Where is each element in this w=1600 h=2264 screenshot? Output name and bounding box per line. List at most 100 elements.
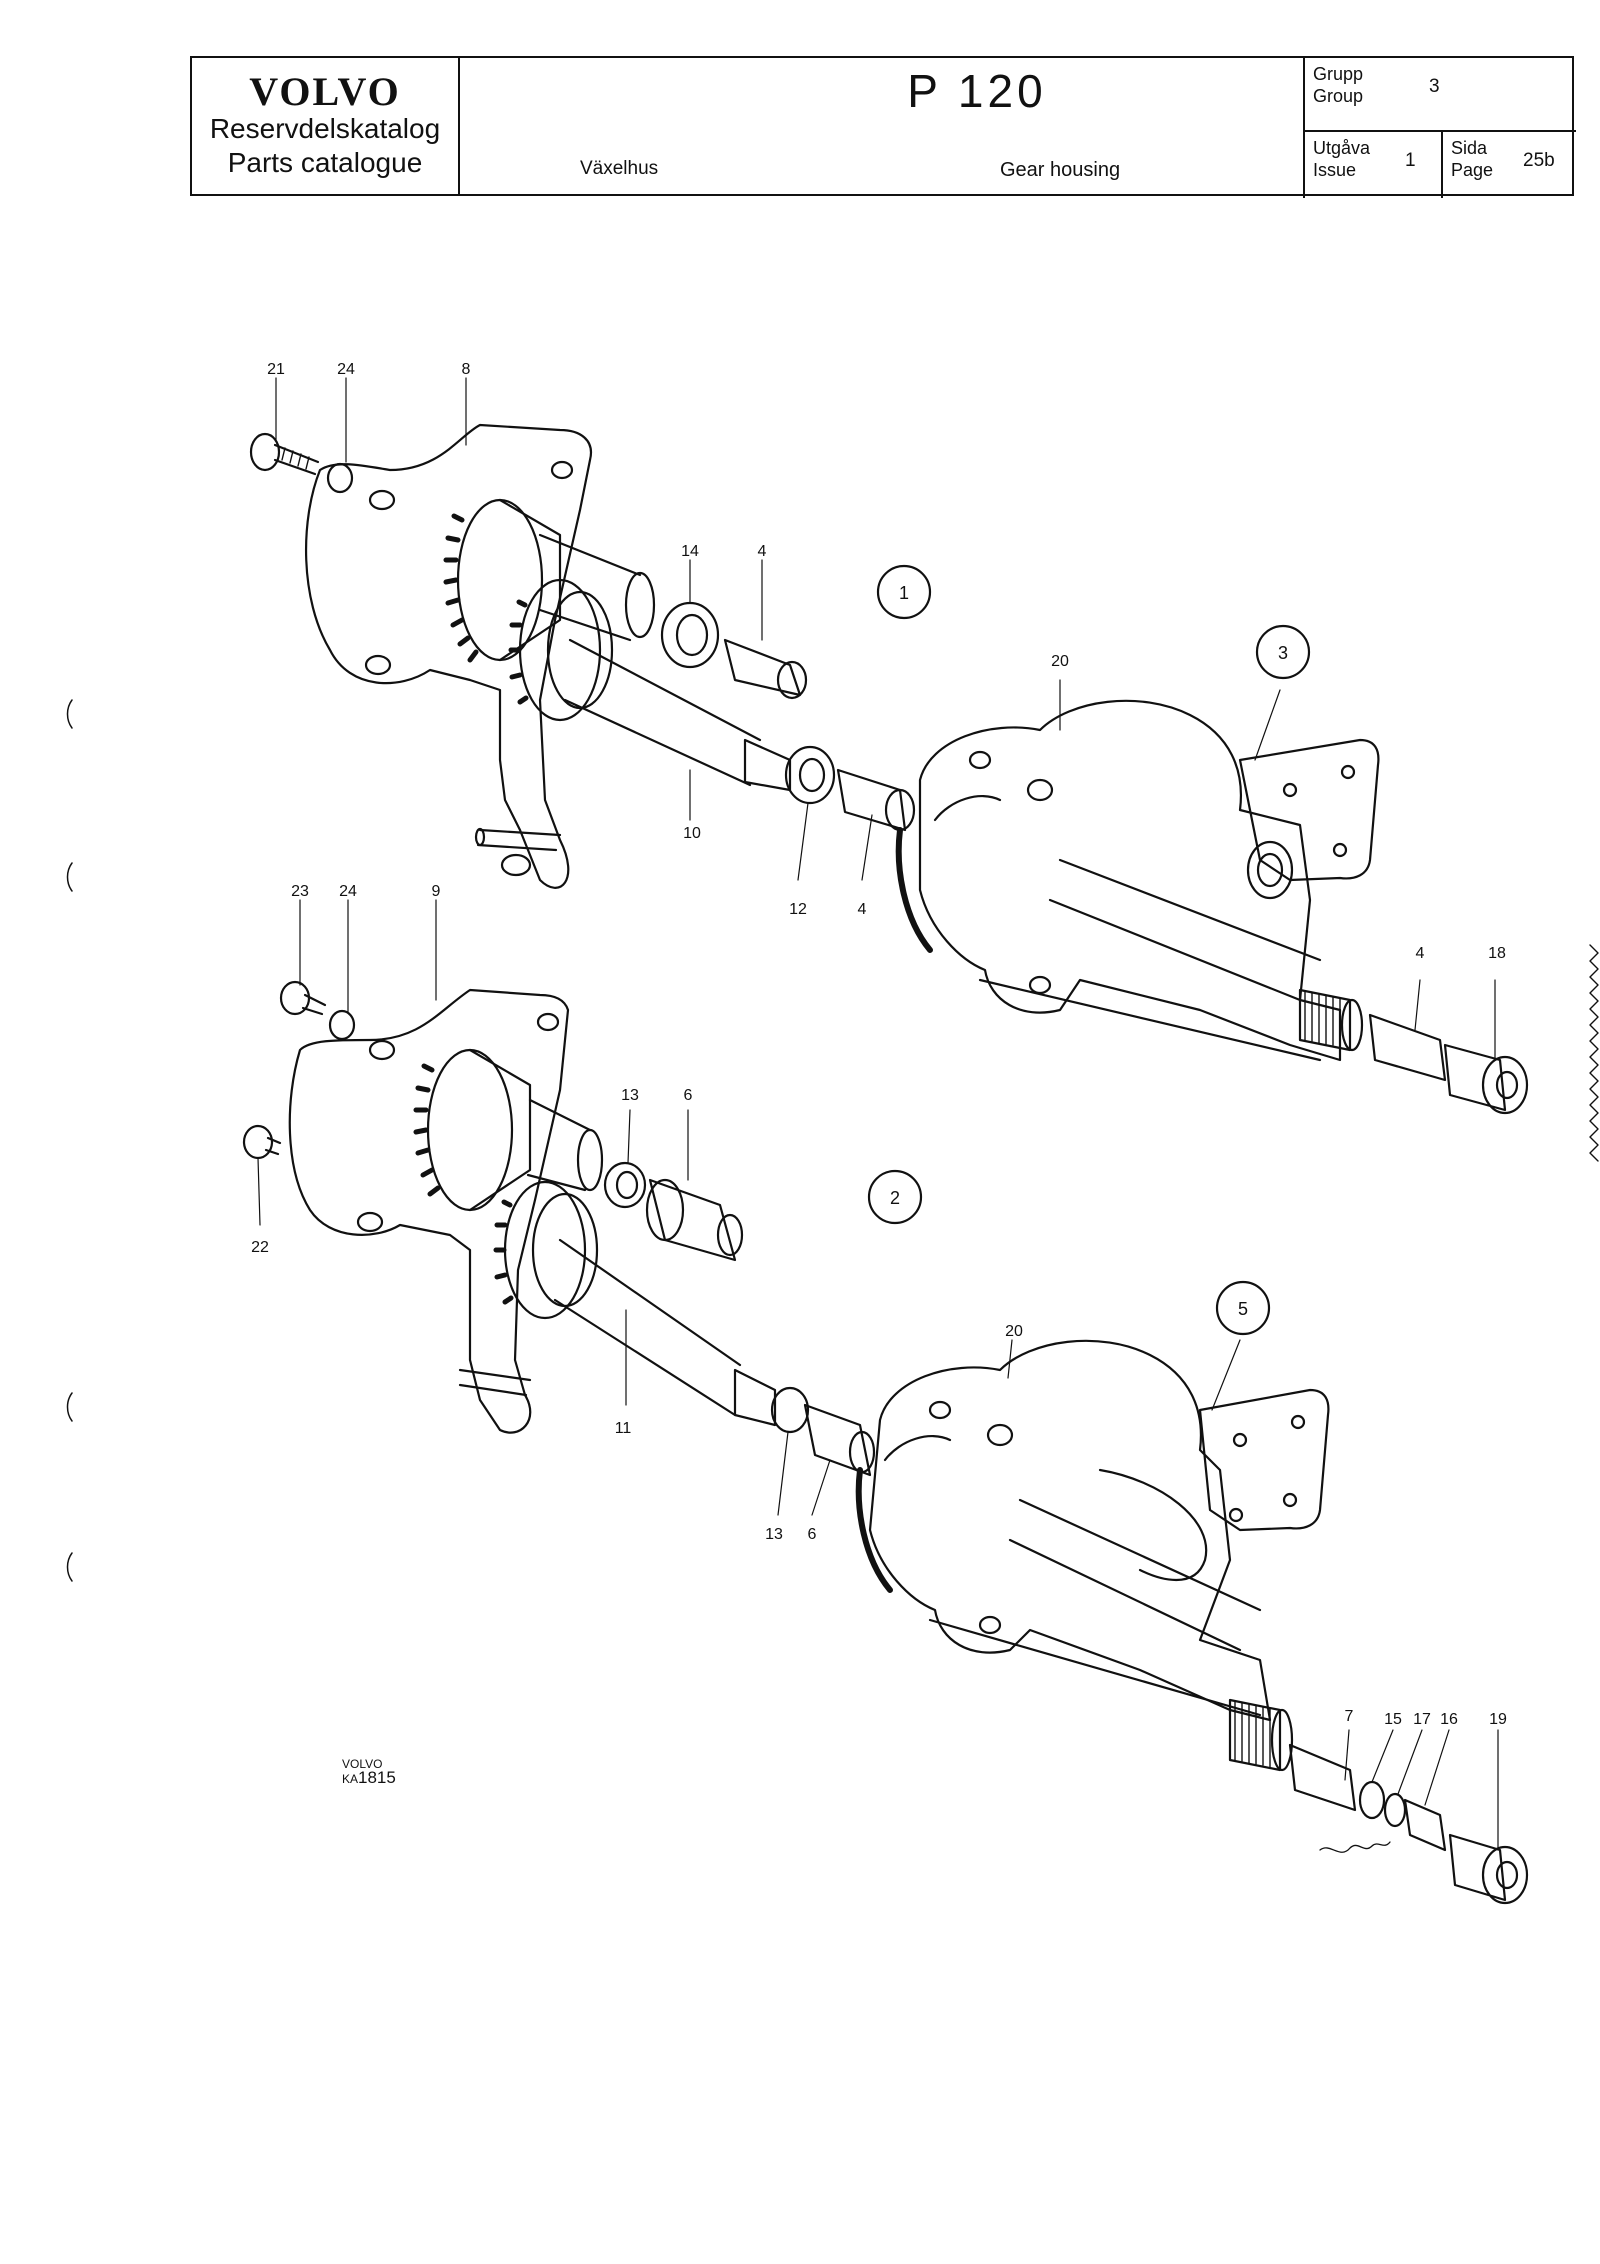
drawing-reference-prefix: KA [342, 1772, 359, 1786]
callout-4-right: 4 [1416, 945, 1425, 962]
assembly-circle-1 [876, 564, 932, 620]
gear-housing-20-upper [895, 699, 1342, 1062]
plate-hole [536, 1012, 560, 1032]
bushing-6-upper [648, 1178, 737, 1262]
page-label-en: Page [1451, 160, 1494, 180]
header-table: VOLVO Reservdelskatalog Parts catalogue … [190, 56, 1576, 198]
shaft-11-splines [733, 1368, 777, 1427]
callout-9: 9 [432, 883, 441, 900]
plate-hole [500, 853, 532, 877]
callout-13-upper: 13 [621, 1087, 639, 1104]
bushing-6-lower [803, 1403, 872, 1477]
bushing-6-upper-end [716, 1213, 744, 1257]
callout-19: 19 [1489, 1711, 1507, 1728]
callout-20-lower: 20 [1005, 1323, 1023, 1340]
binder-marks [66, 699, 73, 1582]
washer-13-lower [770, 1386, 810, 1434]
lock-washer-24-upper [326, 462, 354, 494]
group-value: 3 [1429, 76, 1440, 97]
washer-12-hole [798, 757, 826, 793]
callout-24-upper: 24 [337, 361, 355, 378]
plate-hole [368, 489, 396, 511]
washer-13-upper-hole [615, 1170, 639, 1200]
callout-23: 23 [291, 883, 309, 900]
gear-small-upper [508, 578, 614, 722]
shaft-stub-lower-end [576, 1128, 604, 1192]
bushing-4-lower [1368, 1013, 1447, 1082]
threaded-end-upper [1298, 988, 1364, 1052]
lock-washer-24-lower [328, 1009, 356, 1041]
assembly-label-2: 2 [890, 1188, 900, 1208]
model-name: P 120 [907, 65, 1047, 117]
callout-10: 10 [683, 825, 701, 842]
callout-24-lower: 24 [339, 883, 357, 900]
callout-4-top: 4 [758, 543, 767, 560]
washer-17 [1383, 1792, 1407, 1828]
threaded-end-lower [1228, 1698, 1294, 1772]
gear-small-lower [493, 1180, 599, 1320]
callout-22: 22 [251, 1239, 269, 1256]
bracket-5 [1198, 1388, 1330, 1532]
plate-hole [364, 654, 392, 676]
artist-signature [1319, 1841, 1391, 1853]
washer-14 [660, 601, 720, 669]
issue-label-sv: Utgåva [1313, 138, 1371, 158]
washer-14-hole [675, 613, 709, 657]
dowel-pin-end [474, 827, 486, 847]
callout-6-lower: 6 [808, 1526, 817, 1543]
section-title-en: Gear housing [1000, 159, 1121, 181]
plate-hole [550, 460, 574, 480]
issue-cell: Utgåva Issue 1 [1303, 132, 1443, 198]
callout-6-upper: 6 [684, 1087, 693, 1104]
washer-12 [784, 745, 836, 805]
volvo-logo: VOLVO [249, 69, 401, 114]
shaft-stub-lower [526, 1098, 592, 1192]
callout-18: 18 [1488, 945, 1506, 962]
section-title-sv: Växelhus [580, 158, 659, 179]
group-label-sv: Grupp [1313, 64, 1364, 84]
page-cell: Sida Page 25b [1443, 132, 1576, 198]
callout-16: 16 [1440, 1711, 1458, 1728]
bushing-16 [1403, 1798, 1447, 1852]
assembly-circle-2 [867, 1169, 923, 1225]
lower-assembly [242, 980, 1529, 1905]
leader-lines [257, 377, 1499, 1851]
gear-large-lower [413, 1048, 532, 1212]
callout-8: 8 [462, 361, 471, 378]
issue-label-en: Issue [1313, 160, 1357, 180]
title-cell: P 120 Växelhus Gear housing [460, 58, 1494, 194]
upper-assembly [249, 423, 1529, 1115]
screw-22 [242, 1124, 274, 1160]
screw-22-shank [264, 1136, 282, 1156]
callout-13-lower: 13 [765, 1526, 783, 1543]
catalog-title-sv: Reservdelskatalog [209, 113, 441, 144]
gear-housing-20-lower [855, 1339, 1272, 1722]
cover-plate-8 [304, 423, 593, 889]
callout-15: 15 [1384, 1711, 1402, 1728]
group-cell: Grupp Group 3 [1303, 58, 1576, 132]
dowel-pin [476, 828, 562, 852]
washer-13-upper [603, 1161, 647, 1209]
nut-19 [1448, 1833, 1529, 1905]
cover-plate-9 [288, 988, 570, 1434]
callout-7: 7 [1345, 1708, 1354, 1725]
shaft-stub-end [624, 571, 656, 639]
dowel-pin [458, 1368, 532, 1397]
callout-4-middle: 4 [858, 901, 867, 918]
nut-18 [1443, 1043, 1529, 1115]
issue-value: 1 [1405, 150, 1416, 171]
assembly-circle-3 [1255, 624, 1311, 680]
shaft-splines [743, 738, 792, 792]
plate-hole [356, 1211, 384, 1233]
drawing-reference-brand: VOLVO [342, 1757, 383, 1771]
assembly-label-3: 3 [1278, 643, 1288, 663]
callout-21: 21 [267, 361, 285, 378]
bushing-4-upper [723, 638, 802, 697]
catalog-title-en: Parts catalogue [227, 147, 423, 178]
callout-17: 17 [1413, 1711, 1431, 1728]
screw-23-shank [301, 993, 327, 1016]
bushing-4-middle [836, 768, 907, 832]
callout-11: 11 [615, 1420, 632, 1437]
bracket-3 [1238, 738, 1380, 882]
